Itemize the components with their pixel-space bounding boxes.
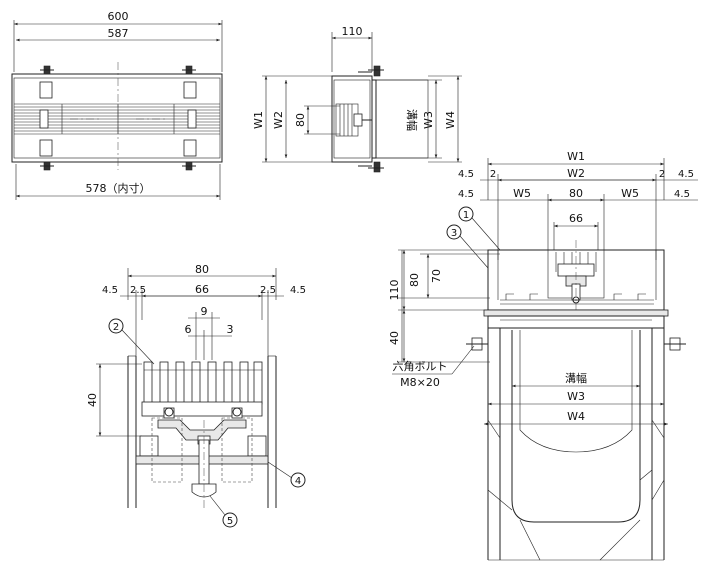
- callout-5: 5: [227, 516, 233, 527]
- section-dim-w4: W4: [567, 410, 585, 423]
- dim-w4: W4: [444, 111, 457, 129]
- section-dim-80-v: 80: [408, 273, 421, 287]
- section-dim-80: 80: [569, 187, 583, 200]
- callout-3: 3: [451, 228, 457, 239]
- dim-w2: W2: [272, 111, 285, 129]
- detail-dim-4.5-left: 4.5: [102, 285, 118, 296]
- detail-dim-66: 66: [195, 283, 209, 296]
- section-dim-66: 66: [569, 212, 583, 225]
- section-dim-40: 40: [388, 331, 401, 345]
- detail-dim-3: 3: [227, 323, 234, 336]
- section-dim-4.5-d: 4.5: [674, 189, 690, 200]
- dim-w1: W1: [252, 111, 265, 129]
- detail-view: 80 4.5 2.5 66 2.5 4.5 9 6 3 40: [86, 263, 306, 528]
- dim-587: 587: [108, 27, 129, 40]
- callout-1: 1: [463, 210, 469, 221]
- section-dim-2-b: 2: [659, 169, 665, 180]
- side-view: 110 W1 W2 80 溝幅: [252, 25, 462, 173]
- dim-110: 110: [342, 25, 363, 38]
- section-dim-w2: W2: [567, 167, 585, 180]
- section-channel-label: 溝幅: [565, 372, 587, 385]
- section-dim-2-a: 2: [490, 169, 496, 180]
- side-channel-label: 溝幅: [405, 109, 418, 131]
- dim-w3: W3: [422, 111, 435, 129]
- callout-4: 4: [295, 476, 301, 487]
- detail-dim-4.5-right: 4.5: [290, 285, 306, 296]
- detail-dim-40: 40: [86, 393, 99, 407]
- top-view: 600 587: [11, 10, 223, 200]
- detail-dim-80: 80: [195, 263, 209, 276]
- detail-dim-9: 9: [201, 305, 208, 318]
- detail-dim-2.5-right: 2.5: [260, 285, 276, 296]
- section-dim-4.5-c: 4.5: [458, 189, 474, 200]
- section-dim-4.5-b: 4.5: [678, 169, 694, 180]
- dim-80-side: 80: [294, 113, 307, 127]
- detail-dim-2.5-left: 2.5: [130, 285, 146, 296]
- callout-2: 2: [113, 322, 119, 333]
- section-dim-w5-right: W5: [621, 187, 639, 200]
- detail-dim-6: 6: [185, 323, 192, 336]
- section-dim-4.5-a: 4.5: [458, 169, 474, 180]
- section-dim-110: 110: [388, 280, 401, 301]
- section-dim-70: 70: [430, 269, 443, 283]
- section-dim-w5-left: W5: [513, 187, 531, 200]
- section-dim-w3: W3: [567, 390, 585, 403]
- section-view: W1 4.5 2 W2 2 4.5 4.5 W5 80 W5 4.5 66 80: [388, 150, 698, 561]
- dim-600: 600: [108, 10, 129, 23]
- section-dim-w1: W1: [567, 150, 585, 163]
- bolt-label-line1: 六角ボルト: [393, 360, 448, 373]
- dim-578-inner: 578（内寸）: [86, 181, 151, 195]
- bolt-label-line2: M8×20: [400, 376, 440, 389]
